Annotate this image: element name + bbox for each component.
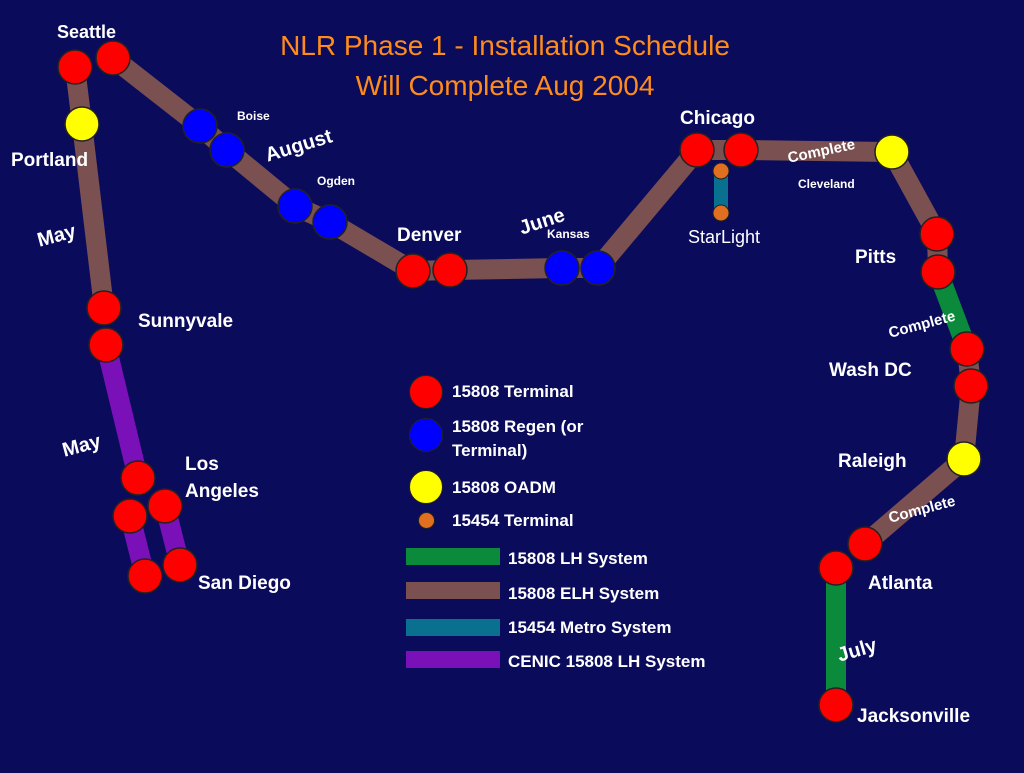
- node-chicago-2: [723, 132, 759, 168]
- legend-t15454-icon: [418, 512, 435, 529]
- label-chicago: Chicago: [680, 108, 755, 129]
- node-ogden-2: [312, 204, 348, 240]
- legend-elh-swatch: [406, 582, 500, 599]
- node-raleigh: [946, 441, 982, 477]
- node-starlight-2: [712, 204, 730, 222]
- label-los-angeles-line2: Angeles: [185, 481, 259, 502]
- label-raleigh: Raleigh: [838, 451, 907, 472]
- route-seattle-sunnyvale: [65, 57, 114, 318]
- node-starlight-1: [712, 162, 730, 180]
- label-sunnyvale: Sunnyvale: [138, 311, 234, 332]
- node-kansas-1: [544, 250, 580, 286]
- node-dc-1: [949, 331, 985, 367]
- label-pitts: Pitts: [855, 247, 897, 268]
- t15454-nodes: [712, 162, 730, 222]
- node-denver-1: [395, 253, 431, 289]
- node-dc-2: [953, 368, 989, 404]
- label-jacksonville: Jacksonville: [857, 706, 971, 727]
- label-starlight: StarLight: [688, 227, 761, 247]
- legend-cenic-label: CENIC 15808 LH System: [508, 652, 706, 671]
- node-atlanta-1: [847, 526, 883, 562]
- legend-oadm-label: 15808 OADM: [452, 478, 556, 497]
- legend-t15454-label: 15454 Terminal: [452, 511, 574, 530]
- label-atlanta: Atlanta: [868, 573, 933, 594]
- legend-regen-label-line2: Terminal): [452, 441, 528, 460]
- diagram-subtitle: Will Complete Aug 2004: [355, 70, 655, 101]
- legend-cenic-swatch: [406, 651, 500, 668]
- node-boise-1: [182, 108, 218, 144]
- node-sandiego-1: [127, 558, 163, 594]
- node-pitts-1: [919, 216, 955, 252]
- node-seattle-2: [95, 40, 131, 76]
- legend-regen-icon: [409, 418, 443, 452]
- node-chicago-1: [679, 132, 715, 168]
- node-sunnyvale-1: [86, 290, 122, 326]
- label-san-diego: San Diego: [198, 573, 291, 594]
- label-boise: Boise: [237, 109, 270, 123]
- legend-lh-label: 15808 LH System: [508, 549, 648, 568]
- node-la-1: [120, 460, 156, 496]
- node-ogden-1: [277, 188, 313, 224]
- legend-elh-label: 15808 ELH System: [508, 584, 660, 603]
- terminal-nodes: [57, 40, 989, 723]
- label-seattle: Seattle: [57, 22, 117, 42]
- node-jacksonville: [818, 687, 854, 723]
- regen-nodes: [182, 108, 616, 286]
- label-cleveland: Cleveland: [798, 177, 855, 191]
- node-boise-2: [209, 132, 245, 168]
- node-kansas-2: [580, 250, 616, 286]
- diagram-title: NLR Phase 1 - Installation Schedule: [280, 30, 730, 61]
- node-denver-2: [432, 252, 468, 288]
- node-atlanta-2: [818, 550, 854, 586]
- node-portland: [64, 106, 100, 142]
- label-wash-dc: Wash DC: [829, 360, 912, 381]
- cenic-routes: [96, 342, 190, 579]
- legend-oadm-icon: [409, 470, 443, 504]
- node-la-3: [147, 488, 183, 524]
- node-cleveland: [874, 134, 910, 170]
- legend-terminal-icon: [409, 375, 443, 409]
- label-kansas: Kansas: [547, 227, 590, 241]
- label-ogden: Ogden: [317, 174, 355, 188]
- legend-terminal-label: 15808 Terminal: [452, 382, 574, 401]
- node-seattle-1: [57, 49, 93, 85]
- oadm-nodes: [64, 106, 982, 477]
- node-sandiego-2: [162, 547, 198, 583]
- node-la-2: [112, 498, 148, 534]
- label-portland: Portland: [11, 150, 89, 171]
- label-denver: Denver: [397, 225, 462, 246]
- route-dc-atlanta: [855, 339, 981, 554]
- legend-lh-swatch: [406, 548, 500, 565]
- legend-regen-label-line1: 15808 Regen (or: [452, 417, 584, 436]
- node-pitts-2: [920, 254, 956, 290]
- label-los-angeles-line1: Los: [185, 454, 219, 475]
- node-sunnyvale-2: [88, 327, 124, 363]
- legend-metro-label: 15454 Metro System: [508, 618, 672, 637]
- route-sunnyvale-la: [96, 342, 148, 481]
- legend-metro-swatch: [406, 619, 500, 636]
